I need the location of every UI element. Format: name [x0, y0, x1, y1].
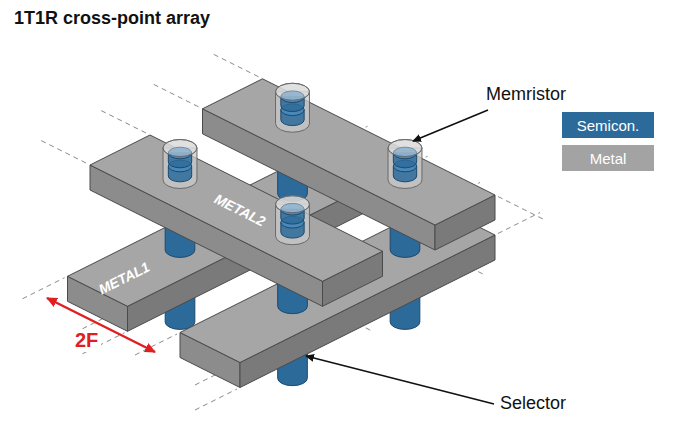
memristor-shell-top	[388, 140, 422, 157]
memristor-cap	[276, 196, 310, 213]
array-continuation-line	[154, 84, 200, 107]
metal2-bar-top-face	[90, 135, 383, 281]
memristor-cap	[388, 140, 422, 157]
legend-swatch: Semicon.	[562, 112, 654, 138]
part-label: Selector	[500, 393, 566, 414]
layer-label: METAL2	[212, 191, 268, 230]
part-label: Memristor	[486, 84, 566, 105]
layer-label: METAL1	[96, 259, 152, 298]
array-continuation-line	[498, 213, 540, 234]
legend-swatch: Metal	[562, 145, 654, 171]
selector-leader	[306, 356, 494, 404]
memristor-shell-top	[276, 196, 310, 213]
memristor-cap	[163, 140, 197, 157]
diagram-title: 1T1R cross-point array	[14, 8, 210, 29]
memristor-shell-top	[276, 83, 310, 100]
array-continuation-line	[195, 389, 237, 410]
memristor-shell-top	[163, 140, 197, 157]
memristor-leader	[413, 110, 488, 141]
array-continuation-line	[41, 141, 87, 164]
legend-text: Metal	[590, 150, 627, 167]
pitch-dimension-arrow	[47, 298, 155, 352]
leader-lines	[47, 110, 494, 404]
array-continuation-line	[214, 54, 260, 77]
legend-text: Semicon.	[577, 117, 640, 134]
array-continuation-line	[498, 197, 544, 220]
array-continuation-line	[23, 278, 65, 299]
array-continuation-line	[101, 111, 147, 134]
crosspoint-stack	[23, 54, 544, 410]
memristor-cap	[276, 83, 310, 100]
dimension-label: 2F	[72, 329, 101, 352]
